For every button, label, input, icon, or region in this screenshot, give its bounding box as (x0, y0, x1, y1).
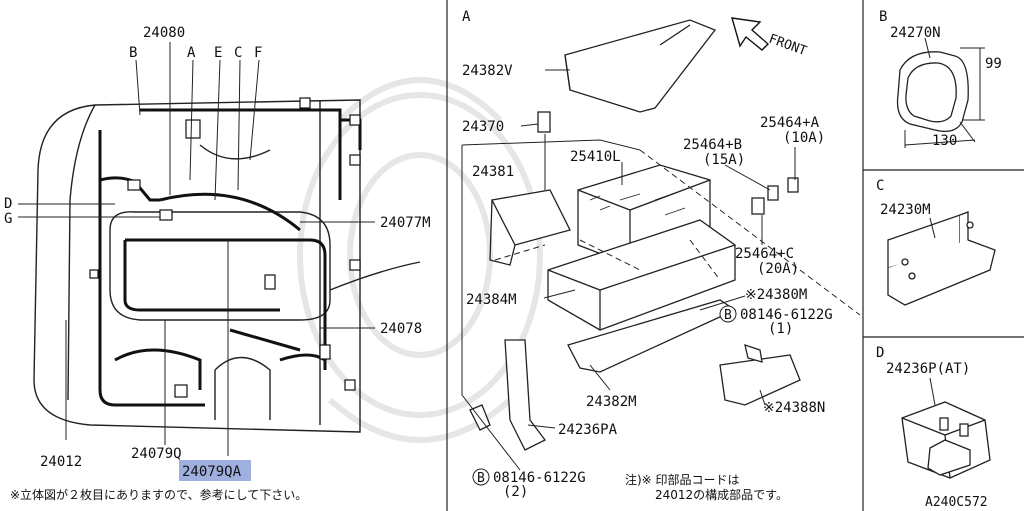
label-10A: (10A) (783, 130, 825, 146)
panel-b-labels: B 24270N 99 130 (879, 9, 1002, 149)
circle-b-icon-bottom (472, 468, 490, 486)
left-labels: 24080 B A E C F D G 24077M 24078 24012 2… (4, 25, 431, 502)
label-24370: 24370 (462, 119, 504, 135)
left-leader-lines (18, 42, 375, 456)
label-24236P-AT: 24236P(AT) (886, 361, 970, 377)
label-E: E (214, 45, 222, 61)
label-24382V: 24382V (462, 63, 513, 79)
label-24079Q: 24079Q (131, 446, 182, 462)
panel-d-labels: D 24236P(AT) A240C572 (876, 345, 988, 510)
label-08146-top: 08146-6122G (740, 307, 833, 323)
label-24079QA: 24079QA (182, 464, 242, 480)
circle-b-icon-top (719, 305, 737, 323)
panel-a-drawing (469, 19, 801, 451)
label-circle-b-top: B (724, 308, 732, 323)
label-dim-99: 99 (985, 56, 1002, 72)
panel-c-labels: C 24230M (876, 178, 936, 239)
label-24384M: 24384M (466, 292, 517, 308)
label-front: FRONT (767, 32, 809, 60)
label-15A: (15A) (703, 152, 745, 168)
label-25410L: 25410L (570, 149, 621, 165)
diagram-code: A240C572 (925, 495, 988, 510)
panel-a-dashed-box (461, 139, 861, 471)
highlight-box (179, 460, 251, 481)
label-G: G (4, 211, 12, 227)
label-25464B: 25464+B (683, 137, 742, 153)
note-line1: 注)※ 印部品コードは (625, 472, 740, 487)
panel-frames (446, 0, 1024, 511)
dashboard-outline (33, 99, 421, 433)
label-dim-130: 130 (932, 133, 957, 149)
panel-c-drawing (887, 211, 996, 306)
panel-d-drawing (901, 401, 991, 479)
panel-a-labels: A FRONT 24382V 24370 24381 25410L 25464+… (462, 9, 833, 502)
label-24230M: 24230M (880, 202, 931, 218)
panel-c-letter: C (876, 178, 884, 194)
label-C: C (234, 45, 242, 61)
label-25464A: 25464+A (760, 115, 820, 131)
label-24388N: ※24388N (763, 400, 825, 416)
label-24077M: 24077M (380, 215, 431, 231)
front-arrow-icon (731, 17, 770, 51)
label-F: F (254, 45, 262, 61)
label-qty-bottom: (2) (503, 484, 528, 500)
footnote: ※立体図が２枚目にありますので、参考にして下さい。 (10, 487, 307, 502)
label-A: A (187, 45, 196, 61)
label-circle-b-bottom: B (477, 471, 485, 486)
panel-b-dims (904, 37, 985, 148)
label-20A: (20A) (757, 261, 799, 277)
label-24382M: 24382M (586, 394, 637, 410)
label-25464C: 25464+C (735, 246, 794, 262)
watermark-emblem (297, 77, 543, 443)
label-24270N: 24270N (890, 25, 941, 41)
label-24080: 24080 (143, 25, 185, 41)
label-D: D (4, 196, 12, 212)
panel-a-grid (589, 192, 686, 216)
panel-b-letter: B (879, 9, 887, 25)
panel-b-drawing (896, 51, 969, 133)
label-24381: 24381 (472, 164, 514, 180)
wire-harness (98, 108, 362, 407)
label-qty-top: (1) (768, 321, 793, 337)
label-24078: 24078 (380, 321, 422, 337)
label-08146-bottom: 08146-6122G (493, 470, 586, 486)
panel-d-letter: D (876, 345, 884, 361)
label-24236PA: 24236PA (558, 422, 618, 438)
label-24380M: ※24380M (745, 287, 807, 303)
label-B: B (129, 45, 137, 61)
panel-a-leaders (520, 69, 796, 429)
harness-connectors (89, 97, 361, 398)
label-24012: 24012 (40, 454, 82, 470)
panel-a-letter: A (462, 9, 471, 25)
note-line2: 24012の構成部品です。 (655, 487, 788, 502)
